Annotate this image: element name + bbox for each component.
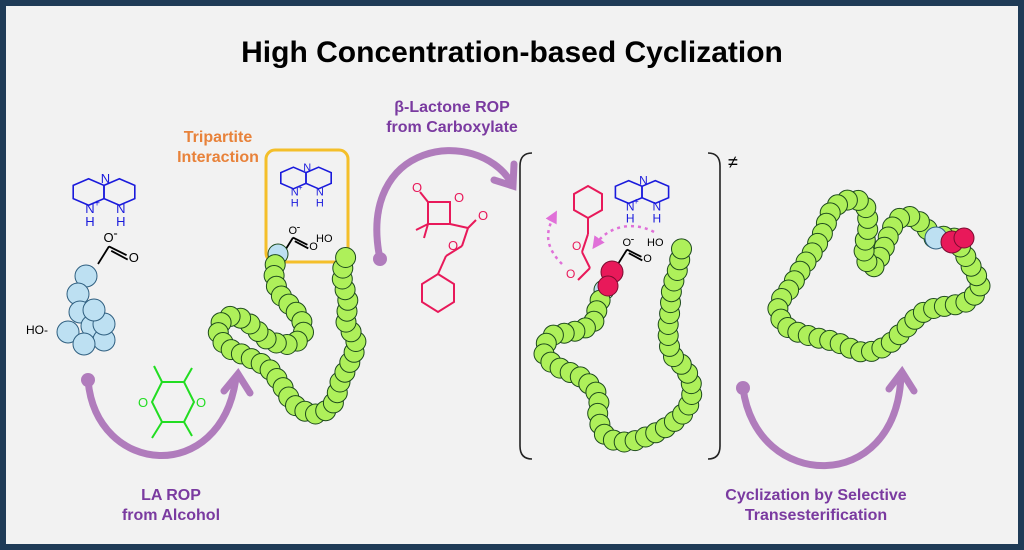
polymer-bead [82,298,106,322]
tbd-bridge-nitrogen: N [101,171,110,186]
transition-state-brackets [519,152,721,460]
tbd-nitrogen-left: N [291,186,299,198]
lactone-rop-arrow [373,147,518,266]
benzyl-ester-ts: O O [566,184,603,281]
lactide-monomer: O O [138,365,206,439]
lactide-ring-oxygen: O [196,395,206,410]
carboxylate-bond [110,250,129,261]
carboxylate-oxygen: O [623,237,632,249]
la-rop-label: LA ROP from Alcohol [116,486,226,526]
lactone-rop-label: β-Lactone ROP from Carboxylate [362,98,542,138]
tbd-hydrogen-left: H [626,212,635,226]
carboxylate-1: O-O [97,226,139,265]
cyclization-label: Cyclization by Selective Transesterifica… [696,486,936,526]
hydroxyl-chain-2: HO [316,233,333,245]
nucleophilic-attack-arrows [545,210,655,265]
cyclic-polymer [767,189,991,363]
lactone-rop-label-line2: from Carboxylate [386,119,518,136]
la-rop-arrow [81,368,254,459]
transition-state-symbol: ≠ [728,152,738,172]
tbd-nitrogen-right: N [316,186,324,198]
tbd-bridge-nitrogen: N [639,173,648,187]
figure-title: High Concentration-based Cyclization [241,36,783,69]
carboxylate-2: O-O [283,221,318,253]
tbd-ring [305,166,333,190]
tbd-ring [641,179,670,205]
lactone-ester-oxygen: O [478,208,488,223]
ts-carbonyl-oxygen: O [566,267,575,281]
tbd-nitrogen-left: N [85,201,94,216]
polymer-bead [72,332,96,356]
hydroxyl-chain-3: HO [647,237,664,249]
polymer-chain-transition-state [533,238,703,453]
tbd-charge: + [94,199,100,210]
tbd-bridge-nitrogen: N [303,162,311,174]
tbd-nitrogen-right: N [116,201,125,216]
lactone-carbonyl-oxygen: O [412,180,422,195]
lactone-benzyl-oxygen: O [448,238,458,253]
tripartite-label-line1: Tripartite [183,129,253,146]
tripartite-label: Tripartite Interaction [168,128,268,168]
carboxylate-charge: - [113,226,117,241]
carboxylate-bond [617,249,628,265]
tbd-hydrogen-right: H [116,214,125,229]
lactone-bead [953,227,975,249]
tbd-hydrogen-left: H [85,214,94,229]
tbd-nitrogen-right: N [652,200,661,214]
carboxylate-oxygen: O [289,225,298,237]
carboxylate-oxygen: O [643,253,652,265]
carboxylate-bond [294,240,309,250]
tbd-charge: + [633,197,638,207]
lactide-carbonyl-oxygen: O [138,395,148,410]
carboxylate-bond [628,252,643,262]
carboxylate-oxygen: O [129,250,139,265]
carboxylate-bond [108,245,128,257]
cyclization-arrow [736,365,918,470]
tbd-nitrogen-left: N [626,200,635,214]
carboxylate-3: O-O [617,233,652,265]
carboxylate-bond [97,245,110,265]
carboxylate-bond [626,248,642,258]
polymer-bead [56,320,80,344]
la-rop-label-line1: LA ROP [141,487,201,504]
polymer-chain-initial [56,264,116,356]
tbd-hydrogen-left: H [291,197,299,209]
cyclization-label-line1: Cyclization by Selective [725,487,907,504]
tbd-hydrogen-right: H [652,212,661,226]
carboxylate-bond [292,236,308,246]
lactone-rop-label-line1: β-Lactone ROP [394,99,510,116]
polymer-bead [671,238,692,260]
la-rop-label-line2: from Alcohol [121,507,221,524]
tbd-charge: + [298,183,303,192]
hydroxyl-chain-1: HO- [26,323,48,337]
tripartite-label-line2: Interaction [177,149,259,166]
tbd-hydrogen-right: H [316,197,324,209]
lactone-ring-oxygen: O [454,190,464,205]
carboxylate-charge: - [631,233,635,245]
tbd-ring [103,177,136,207]
polymer-chain-extended [207,243,367,425]
carboxylate-charge: - [297,221,301,233]
carboxylate-oxygen: O [309,241,318,253]
polymer-bead [335,247,357,268]
tripartite-highlight-box [264,148,350,264]
ts-ester-oxygen: O [572,239,581,253]
beta-lactone-monomer: O O O O [412,180,488,314]
carboxylate-oxygen: O [104,230,114,245]
cyclization-label-line2: Transesterification [744,507,888,524]
lactone-bead [597,275,619,297]
